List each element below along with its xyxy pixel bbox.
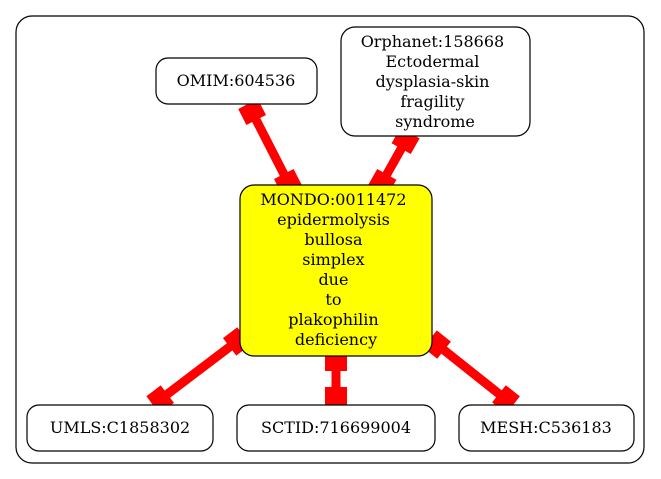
node-umls-line-1: UMLS:C1858302 <box>50 418 190 437</box>
node-umls-label: UMLS:C1858302 <box>50 418 190 437</box>
node-umls-box <box>26 404 214 452</box>
edge-cap-start <box>238 98 266 126</box>
node-center-line-4: simplex <box>302 250 364 269</box>
node-orphanet-line-1: Orphanet:158668 <box>361 32 505 51</box>
node-orphanet-box <box>340 26 531 137</box>
node-orphanet-line-2: Ectodermal <box>386 52 480 71</box>
node-center-line-3: bullosa <box>304 230 363 249</box>
node-orphanet-line-3: dysplasia-skin <box>375 72 489 91</box>
node-orphanet[interactable]: Orphanet:158668 Ectodermal dysplasia-ski… <box>340 26 531 137</box>
node-center-line-1: MONDO:0011472 <box>260 190 406 209</box>
node-sctid-box <box>236 404 436 452</box>
node-center-line-2: epidermolysis <box>277 210 390 229</box>
edge-cap-start <box>325 353 347 371</box>
node-mesh[interactable]: MESH:C536183 <box>458 404 635 452</box>
edge-cap-start <box>423 330 451 359</box>
node-mesh-label: MESH:C536183 <box>480 418 612 437</box>
edge-sctid-center <box>325 353 347 405</box>
node-orphanet-line-5: syndrome <box>395 112 475 131</box>
edge-shaft <box>150 332 247 409</box>
node-center-label: MONDO:0011472 epidermolysis bullosa simp… <box>260 190 411 349</box>
node-omim-box <box>155 57 318 105</box>
node-orphanet-line-4: fragility <box>400 92 464 111</box>
node-orphanet-label: Orphanet:158668 Ectodermal dysplasia-ski… <box>361 32 510 131</box>
node-omim-label: OMIM:604536 <box>177 71 296 90</box>
node-center[interactable]: MONDO:0011472 epidermolysis bullosa simp… <box>239 184 433 357</box>
edge-cap-end <box>325 387 347 405</box>
node-omim-line-1: OMIM:604536 <box>177 71 296 90</box>
node-mesh-box <box>458 404 635 452</box>
node-center-line-6: to <box>325 290 341 309</box>
edge-omim-center <box>238 98 302 196</box>
node-sctid[interactable]: SCTID:716699004 <box>236 404 436 452</box>
node-center-line-8: deficiency <box>295 330 377 349</box>
node-umls[interactable]: UMLS:C1858302 <box>26 404 214 452</box>
node-center-line-5: due <box>318 270 348 289</box>
node-sctid-line-1: SCTID:716699004 <box>261 418 411 437</box>
node-sctid-label: SCTID:716699004 <box>261 418 411 437</box>
node-center-line-7: plakophilin <box>288 310 378 329</box>
node-omim[interactable]: OMIM:604536 <box>155 57 318 105</box>
node-mesh-line-1: MESH:C536183 <box>480 418 612 437</box>
node-center-box <box>239 184 433 357</box>
